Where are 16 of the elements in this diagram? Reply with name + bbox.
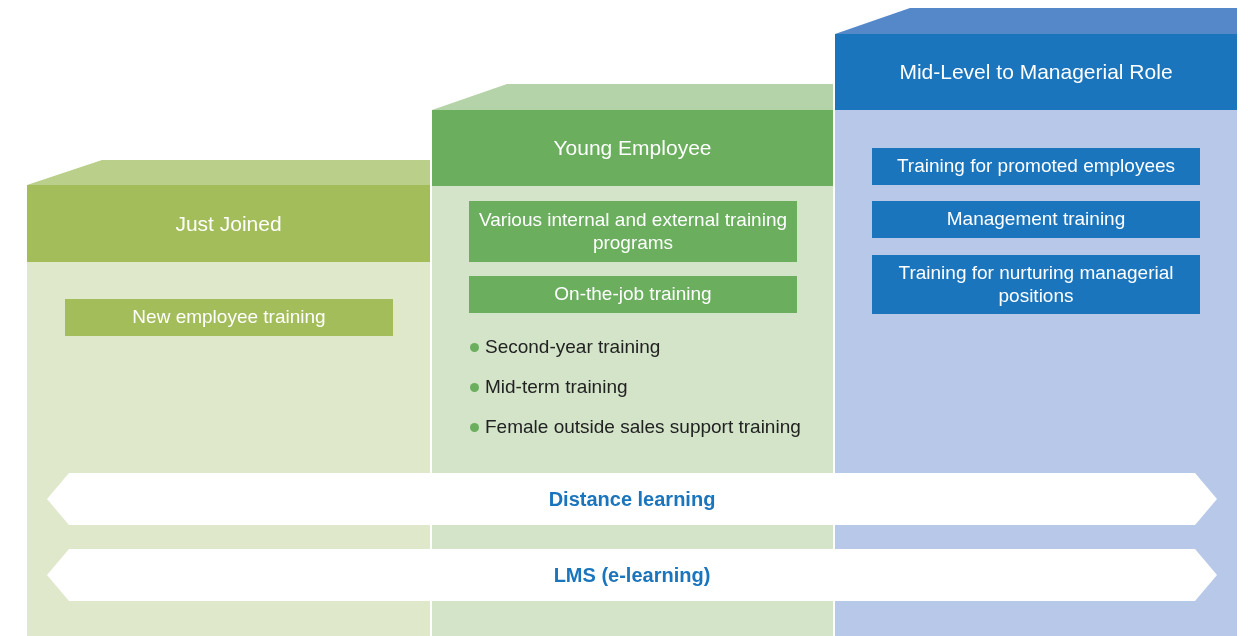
double-arrow-band — [47, 549, 1217, 601]
bullet-item: Second-year training — [485, 336, 661, 358]
column-heading: Mid-Level to Managerial Role — [898, 59, 1174, 85]
training-box: Training for promoted employees — [872, 148, 1200, 185]
double-arrow-band — [47, 473, 1217, 525]
band-label: Distance learning — [547, 486, 717, 512]
band-label: LMS (e-learning) — [552, 562, 712, 588]
training-box: On-the-job training — [469, 276, 797, 313]
bullet-item: Mid-term training — [485, 376, 628, 398]
bullet-item: Female outside sales support training — [485, 416, 801, 438]
column-heading: Just Joined — [174, 210, 283, 237]
training-box: Various internal and external training programs — [469, 201, 797, 262]
training-box: Training for nurturing managerial positions — [872, 255, 1200, 314]
training-box: New employee training — [65, 299, 393, 336]
training-box: Management training — [872, 201, 1200, 238]
column-heading: Young Employee — [552, 135, 713, 161]
